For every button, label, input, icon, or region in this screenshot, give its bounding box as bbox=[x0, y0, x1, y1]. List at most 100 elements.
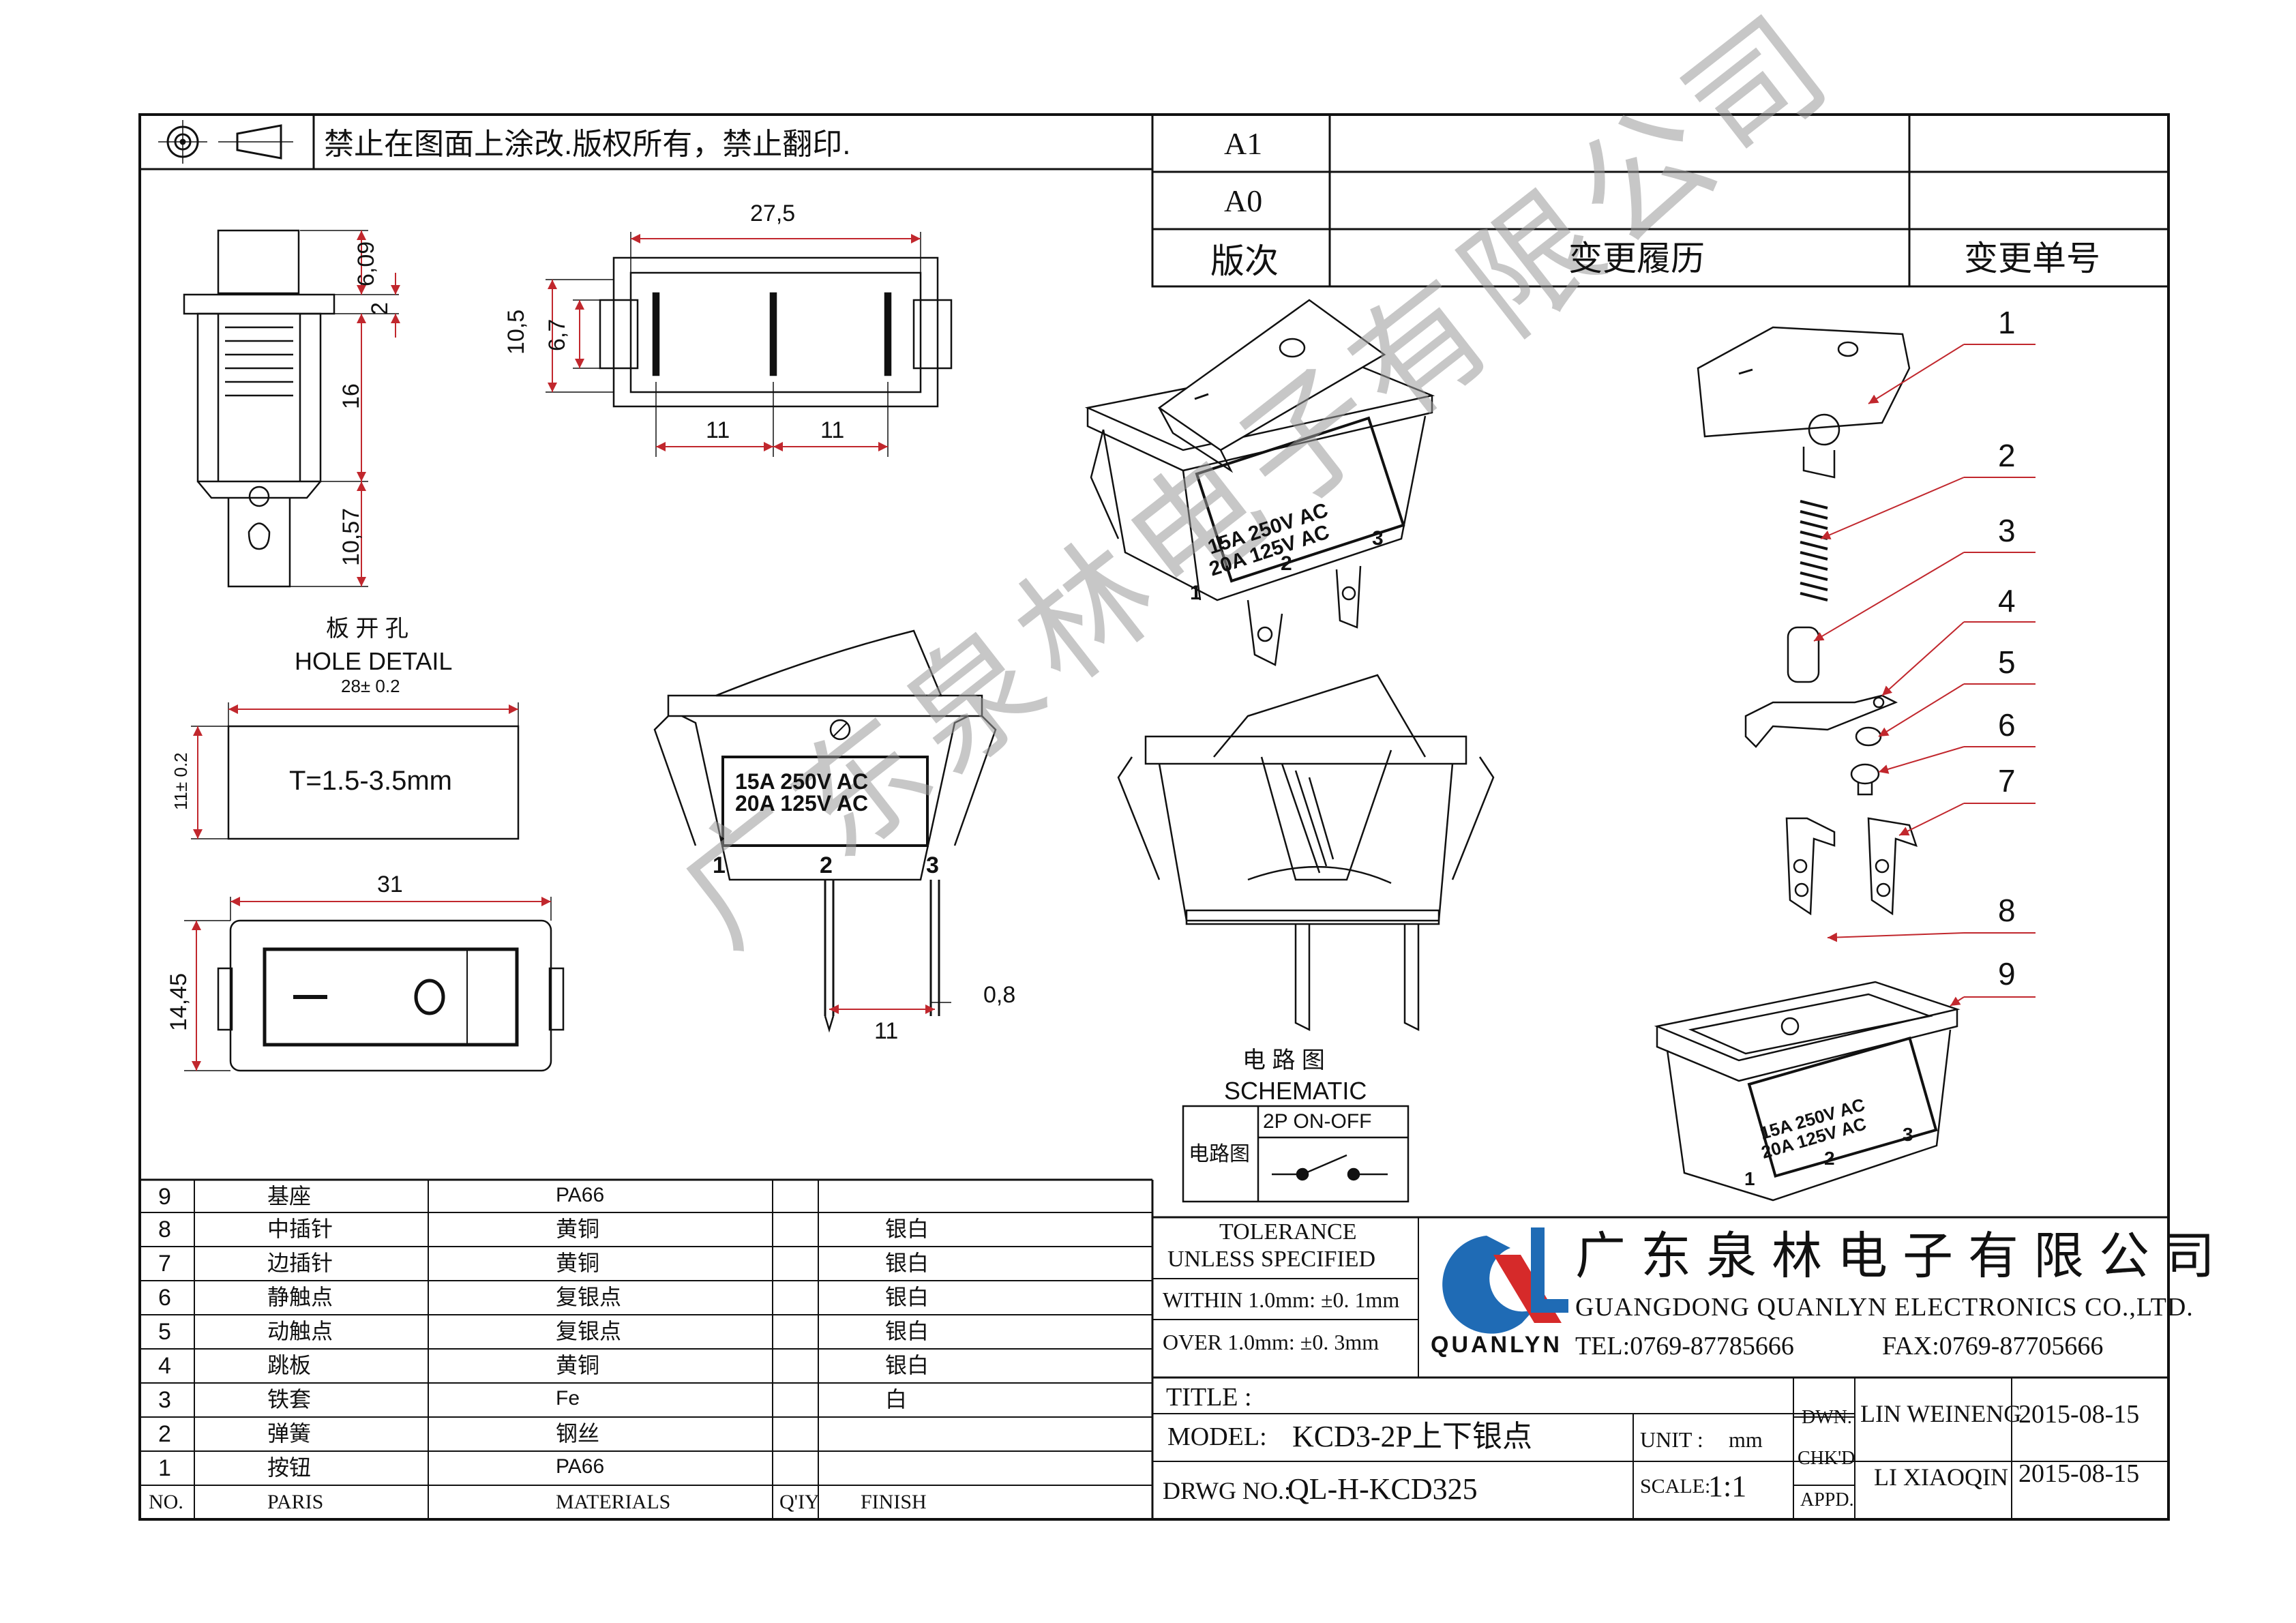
bom-material: 复银点 bbox=[556, 1285, 622, 1309]
dim-14-45: 14,45 bbox=[166, 972, 192, 1031]
bom-no: 6 bbox=[158, 1285, 171, 1311]
company-fax: FAX:0769-87705666 bbox=[1882, 1332, 2104, 1360]
rating-label-elevation-2: 20A 125V AC bbox=[735, 791, 869, 816]
bom-header-qty: Q'IY bbox=[779, 1491, 820, 1513]
schematic-label: 电路图 bbox=[1189, 1143, 1250, 1165]
dwn-label: DWN. bbox=[1802, 1407, 1852, 1428]
bom-finish: 白 bbox=[885, 1387, 908, 1412]
exploded-parts bbox=[1654, 326, 2036, 1202]
schematic-box bbox=[1182, 1105, 1410, 1203]
bom-material: 黄铜 bbox=[556, 1251, 600, 1275]
switch-symbol-icon bbox=[1272, 1154, 1388, 1181]
revision-row-a0: A0 bbox=[1224, 183, 1263, 218]
part-sleeve bbox=[1787, 626, 1820, 683]
revision-row-a1: A1 bbox=[1224, 126, 1263, 161]
drwg-value: QL-H-KCD325 bbox=[1287, 1472, 1478, 1506]
dim-11-b: 11 bbox=[820, 417, 845, 443]
chk-label: CHK'D bbox=[1798, 1448, 1855, 1469]
scale-label: SCALE: bbox=[1640, 1475, 1711, 1498]
bom-part: 基座 bbox=[267, 1184, 312, 1208]
iso-terminal-2: 2 bbox=[1281, 552, 1292, 575]
base-terminal-3: 3 bbox=[1903, 1124, 1913, 1145]
header-notice: 禁止在图面上涂改.版权所有，禁止翻印. bbox=[324, 128, 851, 161]
logo-text: QUANLYN bbox=[1431, 1332, 1562, 1358]
part-contact-5 bbox=[1855, 726, 1882, 747]
bom-material: Fe bbox=[556, 1387, 580, 1410]
bom-part: 铁套 bbox=[267, 1387, 312, 1412]
bom-no: 3 bbox=[158, 1387, 171, 1413]
bom-header-finish: FINISH bbox=[861, 1491, 927, 1513]
dim-2: 2 bbox=[367, 302, 393, 315]
part-contact-6 bbox=[1850, 763, 1880, 796]
dim-hole-height: 11± 0.2 bbox=[170, 752, 191, 810]
part-spring bbox=[1800, 500, 1828, 601]
bom-no: 4 bbox=[158, 1353, 171, 1379]
schematic-title-cn: 电 路 图 bbox=[1242, 1047, 1325, 1073]
iso-terminal-1: 1 bbox=[1190, 582, 1202, 604]
dim-27-5: 27,5 bbox=[750, 200, 796, 226]
callout-9: 9 bbox=[1998, 956, 2016, 992]
bom-part: 跳板 bbox=[267, 1353, 312, 1378]
terminal-label-1: 1 bbox=[713, 852, 726, 878]
bom-header-no: NO. bbox=[149, 1491, 183, 1513]
bom-material: 复银点 bbox=[556, 1319, 622, 1343]
chk-date: 2015-08-15 bbox=[2018, 1459, 2140, 1488]
bom-header-materials: MATERIALS bbox=[556, 1491, 671, 1513]
side-view bbox=[183, 229, 400, 588]
bom-finish: 银白 bbox=[885, 1251, 929, 1275]
scale-value: 1:1 bbox=[1708, 1470, 1747, 1503]
bom-finish: 银白 bbox=[885, 1319, 929, 1343]
tolerance-within: WITHIN 1.0mm: ±0. 1mm bbox=[1163, 1287, 1400, 1312]
rating-label-elevation-1: 15A 250V AC bbox=[735, 769, 869, 794]
revision-col-number: 变更单号 bbox=[1964, 239, 2100, 278]
bom-no: 1 bbox=[158, 1455, 171, 1481]
dim-31: 31 bbox=[377, 872, 403, 897]
schematic-title-en: SCHEMATIC bbox=[1224, 1077, 1367, 1105]
projection-symbol-icon bbox=[158, 120, 293, 164]
schematic-type: 2P ON-OFF bbox=[1263, 1110, 1372, 1133]
dim-6-7: 6,7 bbox=[544, 318, 570, 351]
callout-leaders bbox=[1813, 344, 2036, 1007]
bom-no: 5 bbox=[158, 1319, 171, 1345]
tolerance-title: TOLERANCE bbox=[1219, 1219, 1357, 1245]
bom-material: 钢丝 bbox=[556, 1421, 600, 1446]
dwn-date: 2015-08-15 bbox=[2018, 1400, 2140, 1429]
bom-part: 边插针 bbox=[267, 1251, 333, 1275]
dim-10-5: 10,5 bbox=[503, 309, 529, 355]
callout-7: 7 bbox=[1998, 763, 2016, 799]
dim-6-09: 6,09 bbox=[353, 241, 379, 286]
part-base bbox=[1654, 981, 1960, 1202]
dim-hole-width: 28± 0.2 bbox=[341, 676, 400, 696]
revision-table bbox=[1151, 113, 2170, 288]
model-label: MODEL: bbox=[1167, 1423, 1267, 1451]
title-label: TITLE : bbox=[1166, 1383, 1252, 1412]
bom-material: PA66 bbox=[556, 1455, 605, 1478]
dim-0-8: 0,8 bbox=[983, 982, 1016, 1008]
appd-label: APPD. bbox=[1800, 1489, 1854, 1510]
bom-no: 7 bbox=[158, 1251, 171, 1277]
company-name-en: GUANGDONG QUANLYN ELECTRONICS CO.,LTD. bbox=[1575, 1293, 2194, 1322]
terminal-label-2: 2 bbox=[820, 852, 833, 878]
bom-table bbox=[140, 1178, 1154, 1519]
bom-header-parts: PARIS bbox=[267, 1491, 324, 1513]
hole-detail bbox=[191, 702, 520, 840]
bom-material: PA66 bbox=[556, 1184, 605, 1206]
bom-finish: 银白 bbox=[885, 1353, 929, 1378]
bom-finish: 银白 bbox=[885, 1285, 929, 1309]
bom-material: 黄铜 bbox=[556, 1353, 600, 1378]
tolerance-subtitle: UNLESS SPECIFIED bbox=[1167, 1247, 1376, 1272]
quanlyn-logo-icon bbox=[1442, 1227, 1568, 1334]
drwg-label: DRWG NO.: bbox=[1163, 1477, 1291, 1504]
callout-4: 4 bbox=[1998, 583, 2016, 619]
dim-11-a: 11 bbox=[706, 417, 730, 443]
hole-detail-title-cn: 板 开 孔 bbox=[326, 616, 408, 642]
elevation-view bbox=[653, 629, 997, 1033]
company-tel: TEL:0769-87785666 bbox=[1575, 1332, 1794, 1360]
part-rocker-contact bbox=[1744, 694, 1898, 748]
bom-part: 中插针 bbox=[267, 1217, 333, 1241]
revision-col-history: 变更履历 bbox=[1568, 239, 1705, 278]
dim-16: 16 bbox=[338, 383, 364, 409]
dim-11-c: 11 bbox=[874, 1018, 899, 1044]
bom-material: 黄铜 bbox=[556, 1217, 600, 1241]
